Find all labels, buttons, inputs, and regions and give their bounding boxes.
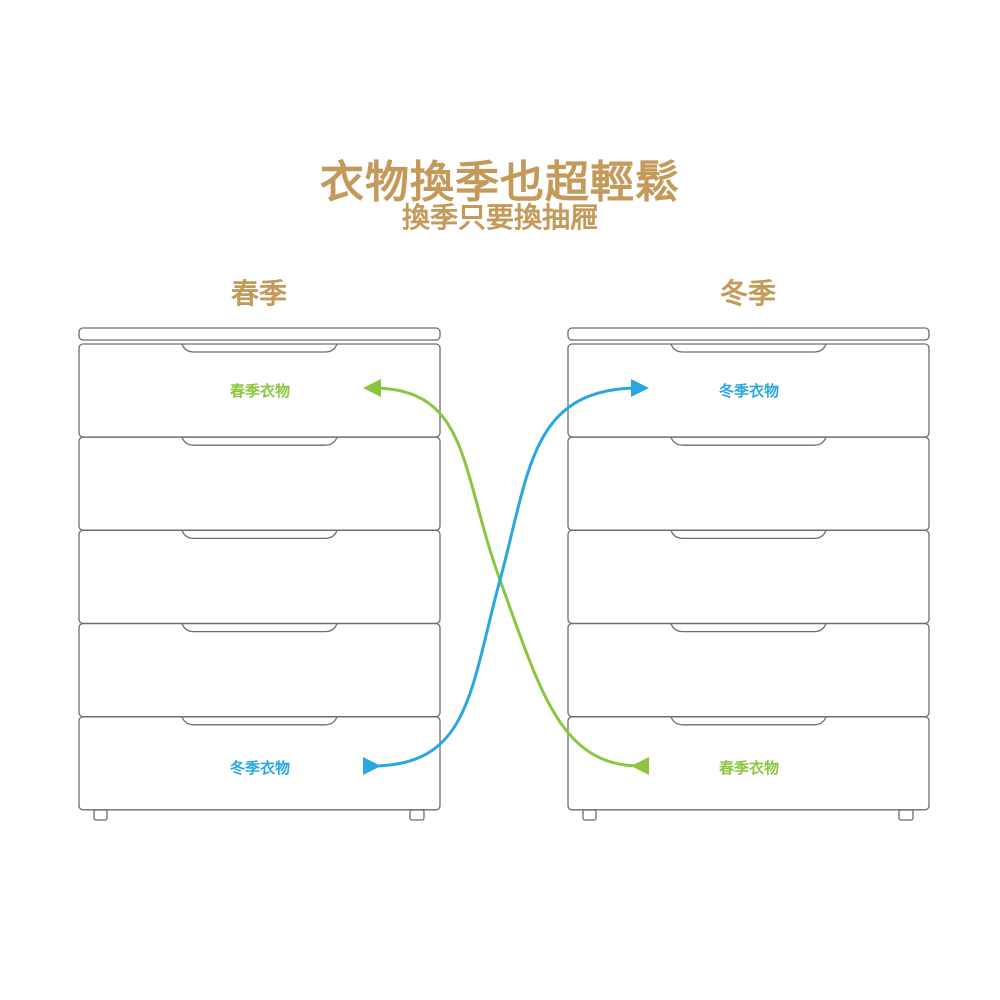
right-drawer-handle [670, 716, 827, 726]
right-bottom-drawer-label: 春季衣物 [718, 759, 779, 777]
right-foot [898, 809, 914, 821]
right-cabinet-top [567, 327, 930, 341]
left-cabinet-top [78, 327, 441, 341]
right-drawer-4 [567, 622, 930, 718]
left-drawer-handle [181, 530, 338, 540]
left-season-label: 春季 [230, 277, 287, 310]
right-drawer-2 [567, 436, 930, 531]
left-bottom-drawer-label: 冬季衣物 [229, 759, 290, 777]
right-drawer-3 [567, 529, 930, 625]
left-drawer-handle [181, 343, 338, 353]
right-drawer-handle [670, 623, 827, 633]
left-drawer-handle [181, 716, 338, 726]
left-drawer-4 [78, 622, 441, 718]
page-subtitle: 換季只要換抽屜 [401, 201, 598, 234]
blue-swap-arrow [362, 379, 649, 776]
left-foot [93, 809, 108, 821]
left-top-drawer-label: 春季衣物 [229, 382, 290, 400]
page-title: 衣物換季也超輕鬆 [320, 157, 680, 208]
left-drawer-3 [78, 529, 441, 625]
left-drawer-handle [181, 623, 338, 633]
left-drawer-2 [78, 436, 441, 531]
left-drawer-handle [181, 436, 338, 446]
right-season-label: 冬季 [719, 277, 776, 310]
right-foot [582, 809, 597, 821]
right-drawer-handle [670, 436, 827, 446]
right-drawer-handle [670, 530, 827, 540]
right-drawer-handle [670, 343, 827, 353]
right-top-drawer-label: 冬季衣物 [718, 382, 779, 400]
left-foot [409, 809, 425, 821]
